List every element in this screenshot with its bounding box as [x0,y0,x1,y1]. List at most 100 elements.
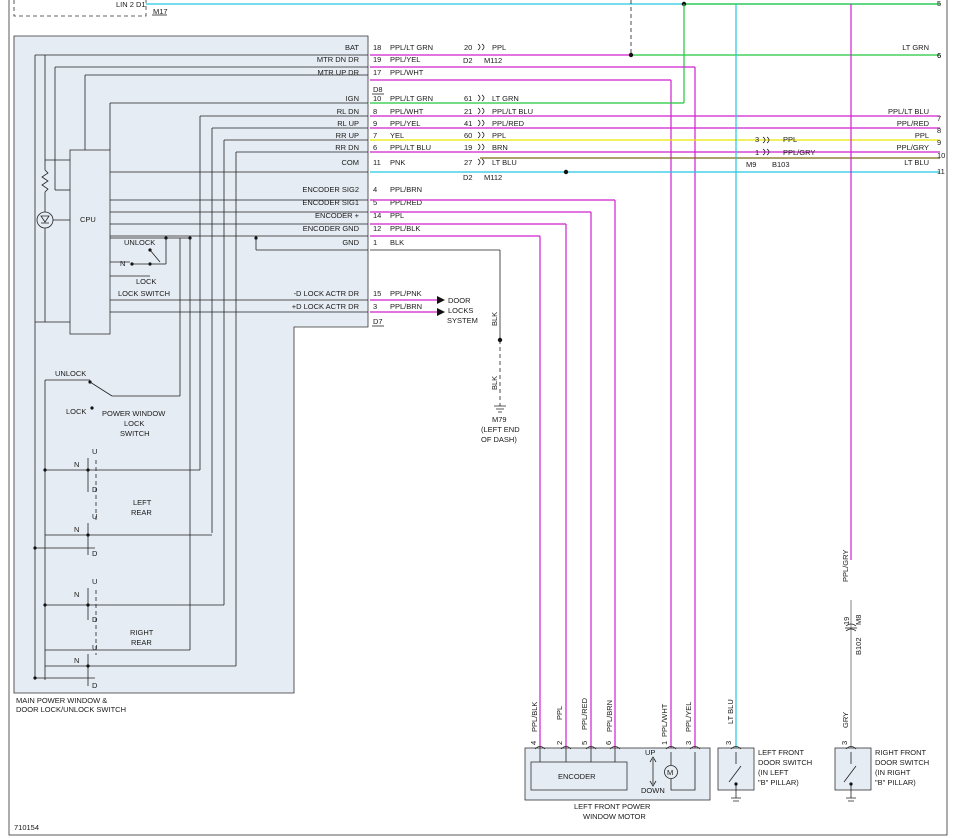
mid-m112-a: M112 [484,56,502,65]
vertical-wire-label: PPL/BRN [605,700,614,732]
mid-d2-b: D2 [463,173,473,182]
pin-number: 18 [373,43,381,52]
encoder-box [530,761,628,791]
mid-d2-a: D2 [463,56,473,65]
led-arrow-icon [40,215,50,224]
pin-number: 4 [373,185,377,194]
mid-wire: LT GRN [492,94,519,103]
pin-number: 15 [373,289,381,298]
vertical-wire-label: GRY [841,712,850,728]
mid-connector-arc-icon [477,43,485,51]
right-rear-node-4 [33,676,37,680]
pin-name: GND [342,238,359,247]
pin-name: RR UP [336,131,359,140]
pin-number: 14 [373,211,381,220]
pin-name: ENCODER SIG1 [302,198,359,207]
right-door-switch-box [834,747,872,791]
pin-name: ENCODER + [315,211,360,220]
right-rear-n-2: N [74,656,79,665]
lock-switch-unlock: UNLOCK [124,238,155,247]
page-frame [8,0,948,836]
b102-id: B102 [854,637,863,655]
pin-name: RL UP [337,119,359,128]
edge-num: 6 [937,51,941,60]
b102-arc-icon [845,623,857,632]
main-module-box [13,35,369,694]
left-rear-node [86,468,90,472]
splice-dot-bat [628,52,634,58]
motor-pin-arc-icon [609,746,621,750]
right-door-switch-dot [849,782,853,786]
ground-wire-2: BLK [490,376,499,390]
mid-wire: PPL [492,131,506,140]
left-door-switch-dot [734,782,738,786]
left-rear-d: D [92,485,98,494]
splice-dot-com [563,169,569,175]
main-module-label-2: DOOR LOCK/UNLOCK SWITCH [16,705,126,714]
b103-m9: M9 [746,160,756,169]
ground-icon [494,405,506,413]
edge-wire: LT GRN [902,43,929,52]
right-rear-node-3 [86,664,90,668]
mid-pin: 61 [464,94,472,103]
pin-number: 19 [373,55,381,64]
edge-wire: PPL/LT BLU [888,107,929,116]
pin-wire: BLK [390,238,404,247]
b103-id: B103 [772,160,790,169]
door-locks-3: SYSTEM [447,316,478,325]
pin-name: -D LOCK ACTR DR [294,289,360,298]
motor-pin: 1 [660,741,669,745]
right-rear-node [86,603,90,607]
cpu-label: CPU [80,215,96,224]
b103-pin-b: 1 [755,148,759,157]
top-connector-label: LIN 2 D1 [116,0,146,9]
motor-line-6 [670,752,696,791]
lock-switch-label: LOCK SWITCH [118,289,170,298]
motor-pin-arc-icon [585,746,597,750]
pin-wire: PNK [390,158,405,167]
right-door-switch-2: DOOR SWITCH [875,758,929,767]
motor-pin: 6 [604,741,613,745]
vertical-wire-label: PPL/BLK [530,702,539,732]
mid-wire: PPL/LT BLU [492,107,533,116]
pin-wire: PPL/WHT [390,107,424,116]
pw-lock-label-3: SWITCH [120,429,150,438]
pin-name: RR DN [335,143,359,152]
right-door-switch-icon [843,752,857,802]
pin-name: IGN [346,94,359,103]
pin-number: 3 [373,302,377,311]
pin-wire: PPL/PNK [390,289,422,298]
motor-up: UP [645,748,655,757]
motor-pin-arc-icon [560,746,572,750]
pin-name: COM [342,158,360,167]
right-door-switch-pin-icon [845,746,857,750]
vertical-wire-label: LT BLU [726,699,735,724]
left-rear-n-2: N [74,525,79,534]
pin-wire: PPL/WHT [390,68,424,77]
right-rear-u: U [92,577,97,586]
pin-wire: PPL/YEL [390,55,420,64]
pin-wire: PPL [390,211,404,220]
vertical-wire-label: PPL/RED [580,697,589,730]
door-locks-1: DOOR [448,296,471,305]
pin-number: 6 [373,143,377,152]
pin-name: MTR DN DR [317,55,360,64]
right-door-switch-1: RIGHT FRONT [875,748,927,757]
motor-pin-arc-icon [689,746,701,750]
mid-connector-arc-icon [477,158,485,166]
pin-number: 10 [373,94,381,103]
pin-number: 7 [373,131,377,140]
pin-wire: PPL/YEL [390,119,420,128]
pw-lock-node-2 [90,406,94,410]
pin-name: +D LOCK ACTR DR [292,302,360,311]
ground-line-1: (LEFT END [481,425,520,434]
edge-wire: PPL/RED [897,119,930,128]
right-door-switch-pin: 3 [840,741,849,745]
vertical-wire-label: PPL/GRY [841,550,850,582]
right-rear-label-1: RIGHT [130,628,154,637]
left-door-switch-icon [728,752,742,802]
bus-gnd-node [254,236,258,240]
pin-name: RL DN [337,107,359,116]
